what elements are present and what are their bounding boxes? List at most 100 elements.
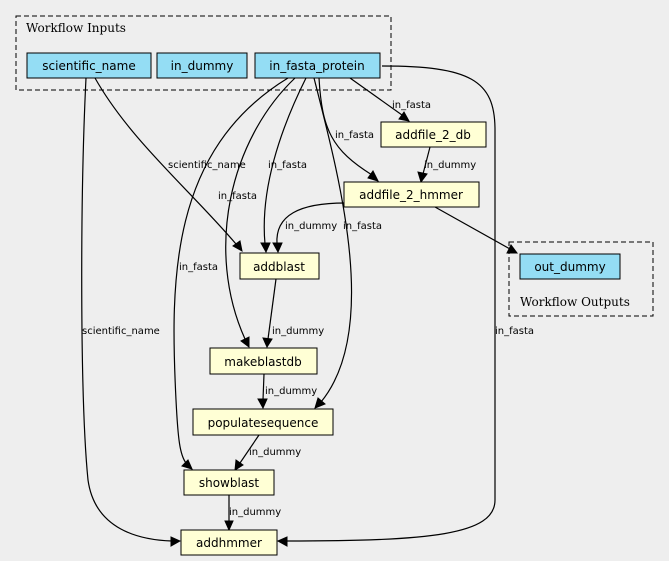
node-addhmmer[interactable]: addhmmer — [180, 529, 278, 556]
edge-line — [81, 77, 173, 542]
node-makeblastdb[interactable]: makeblastdb — [209, 347, 318, 375]
edge-line — [434, 206, 511, 250]
edge-line — [422, 146, 431, 175]
node-label: addhmmer — [196, 536, 262, 550]
node-addblast[interactable]: addblast — [239, 252, 320, 280]
edge-label: in_fasta — [495, 326, 534, 337]
edge-line — [94, 77, 237, 245]
edge-addfile_2_db-addfile_2_hmmer: in_dummy — [417, 146, 476, 184]
edge-showblast-addhmmer: in_dummy — [224, 494, 281, 532]
cluster-outputs-border — [508, 241, 654, 317]
node-in_dummy[interactable]: in_dummy — [156, 52, 248, 79]
edge-line — [263, 77, 307, 245]
node-label: addblast — [253, 260, 305, 274]
node-box[interactable] — [180, 529, 278, 556]
edge-arrow — [260, 242, 271, 254]
edge-makeblastdb-populatesequence: in_dummy — [257, 373, 317, 410]
node-box[interactable] — [254, 52, 381, 79]
node-label: addfile_2_db — [395, 128, 471, 142]
edge-addfile_2_hmmer-addblast: in_dummy — [272, 202, 346, 254]
edge-arrow — [276, 536, 288, 547]
edge-in_fasta_protein-addfile_2_hmmer: in_fasta — [318, 77, 379, 182]
node-addfile_2_hmmer[interactable]: addfile_2_hmmer — [343, 181, 480, 208]
edge-label: in_dummy — [265, 386, 317, 397]
edge-label: in_fasta — [218, 191, 257, 202]
node-box[interactable] — [343, 181, 480, 208]
cluster-outputs-label: Workflow Outputs — [520, 295, 630, 309]
edge-in_fasta_protein-addhmmer: in_fasta — [276, 65, 534, 547]
edge-line — [239, 434, 260, 464]
edge-label: in_dummy — [249, 447, 301, 458]
edge-arrow — [224, 520, 234, 532]
node-label: showblast — [199, 476, 260, 490]
edge-arrow — [367, 170, 379, 182]
edge-arrow — [170, 536, 182, 547]
node-populatesequence[interactable]: populatesequence — [192, 408, 334, 436]
edge-arrow — [234, 459, 244, 471]
edge-line — [173, 77, 289, 464]
edge-label: scientific_name — [168, 160, 246, 171]
node-scientific_name[interactable]: scientific_name — [26, 52, 152, 79]
edge-line — [285, 65, 496, 542]
edge-label: in_dummy — [229, 507, 281, 518]
node-box[interactable] — [192, 408, 334, 436]
edge-in_fasta_protein-addfile_2_db: in_fasta — [349, 77, 431, 122]
node-box[interactable] — [380, 121, 487, 148]
node-box[interactable] — [209, 347, 318, 375]
edge-line — [262, 373, 265, 401]
edge-arrow — [314, 397, 326, 409]
node-addfile_2_db[interactable]: addfile_2_db — [380, 121, 487, 148]
node-box[interactable] — [519, 253, 621, 280]
node-label: scientific_name — [42, 59, 135, 73]
node-box[interactable] — [239, 252, 320, 280]
nodes: scientific_name in_dummy in_fasta_protei… — [26, 52, 621, 556]
cluster-workflow-outputs: Workflow Outputs — [508, 241, 654, 317]
node-box[interactable] — [26, 52, 152, 79]
edge-addfile_2_hmmer-out_dummy — [434, 206, 518, 254]
node-in_fasta_protein[interactable]: in_fasta_protein — [254, 52, 381, 79]
node-label: makeblastdb — [224, 355, 301, 369]
edge-in_fasta_protein-populatesequence: in_fasta — [313, 77, 382, 409]
node-label: out_dummy — [534, 260, 605, 274]
edge-line — [276, 202, 346, 245]
edges: in_fasta in_fasta in_dummy scientific_na… — [81, 65, 534, 547]
edge-label: in_fasta — [392, 100, 431, 111]
edge-scientific_name-addhmmer: scientific_name — [81, 77, 182, 547]
edge-scientific_name-addblast: scientific_name — [94, 77, 246, 252]
edge-arrow — [398, 111, 410, 122]
edge-arrow — [506, 244, 518, 254]
cluster-workflow-inputs: Workflow Inputs — [15, 15, 392, 91]
edge-arrow — [257, 398, 268, 410]
edge-arrow — [262, 337, 273, 349]
node-box[interactable] — [183, 469, 275, 496]
edge-label: in_dummy — [272, 326, 324, 337]
edge-label: scientific_name — [82, 326, 160, 337]
edge-label: in_dummy — [285, 221, 337, 232]
node-label: in_dummy — [171, 59, 234, 73]
cluster-inputs-label: Workflow Inputs — [26, 21, 126, 35]
node-label: addfile_2_hmmer — [359, 188, 463, 202]
node-label: in_fasta_protein — [269, 59, 364, 73]
edge-arrow — [272, 242, 283, 254]
edge-in_fasta_protein-addblast: in_fasta — [260, 77, 307, 254]
edge-arrow — [181, 459, 193, 470]
node-showblast[interactable]: showblast — [183, 469, 275, 496]
edge-arrow — [240, 336, 250, 348]
edge-line — [225, 77, 296, 340]
node-label: populatesequence — [208, 416, 319, 430]
edge-addblast-makeblastdb: in_dummy — [262, 278, 324, 349]
edge-in_fasta_protein-makeblastdb: in_fasta — [218, 77, 296, 348]
edge-in_fasta_protein-showblast: in_fasta — [173, 77, 289, 470]
node-box[interactable] — [156, 52, 248, 79]
node-out_dummy[interactable]: out_dummy — [519, 253, 621, 280]
edge-line — [313, 77, 353, 403]
edge-label: in_fasta — [335, 130, 374, 141]
edge-line — [349, 77, 403, 116]
edge-arrow — [232, 240, 243, 252]
edge-line — [318, 77, 373, 176]
edge-label: in_fasta — [179, 262, 218, 273]
edge-label: in_dummy — [424, 160, 476, 171]
edge-line — [267, 278, 277, 340]
